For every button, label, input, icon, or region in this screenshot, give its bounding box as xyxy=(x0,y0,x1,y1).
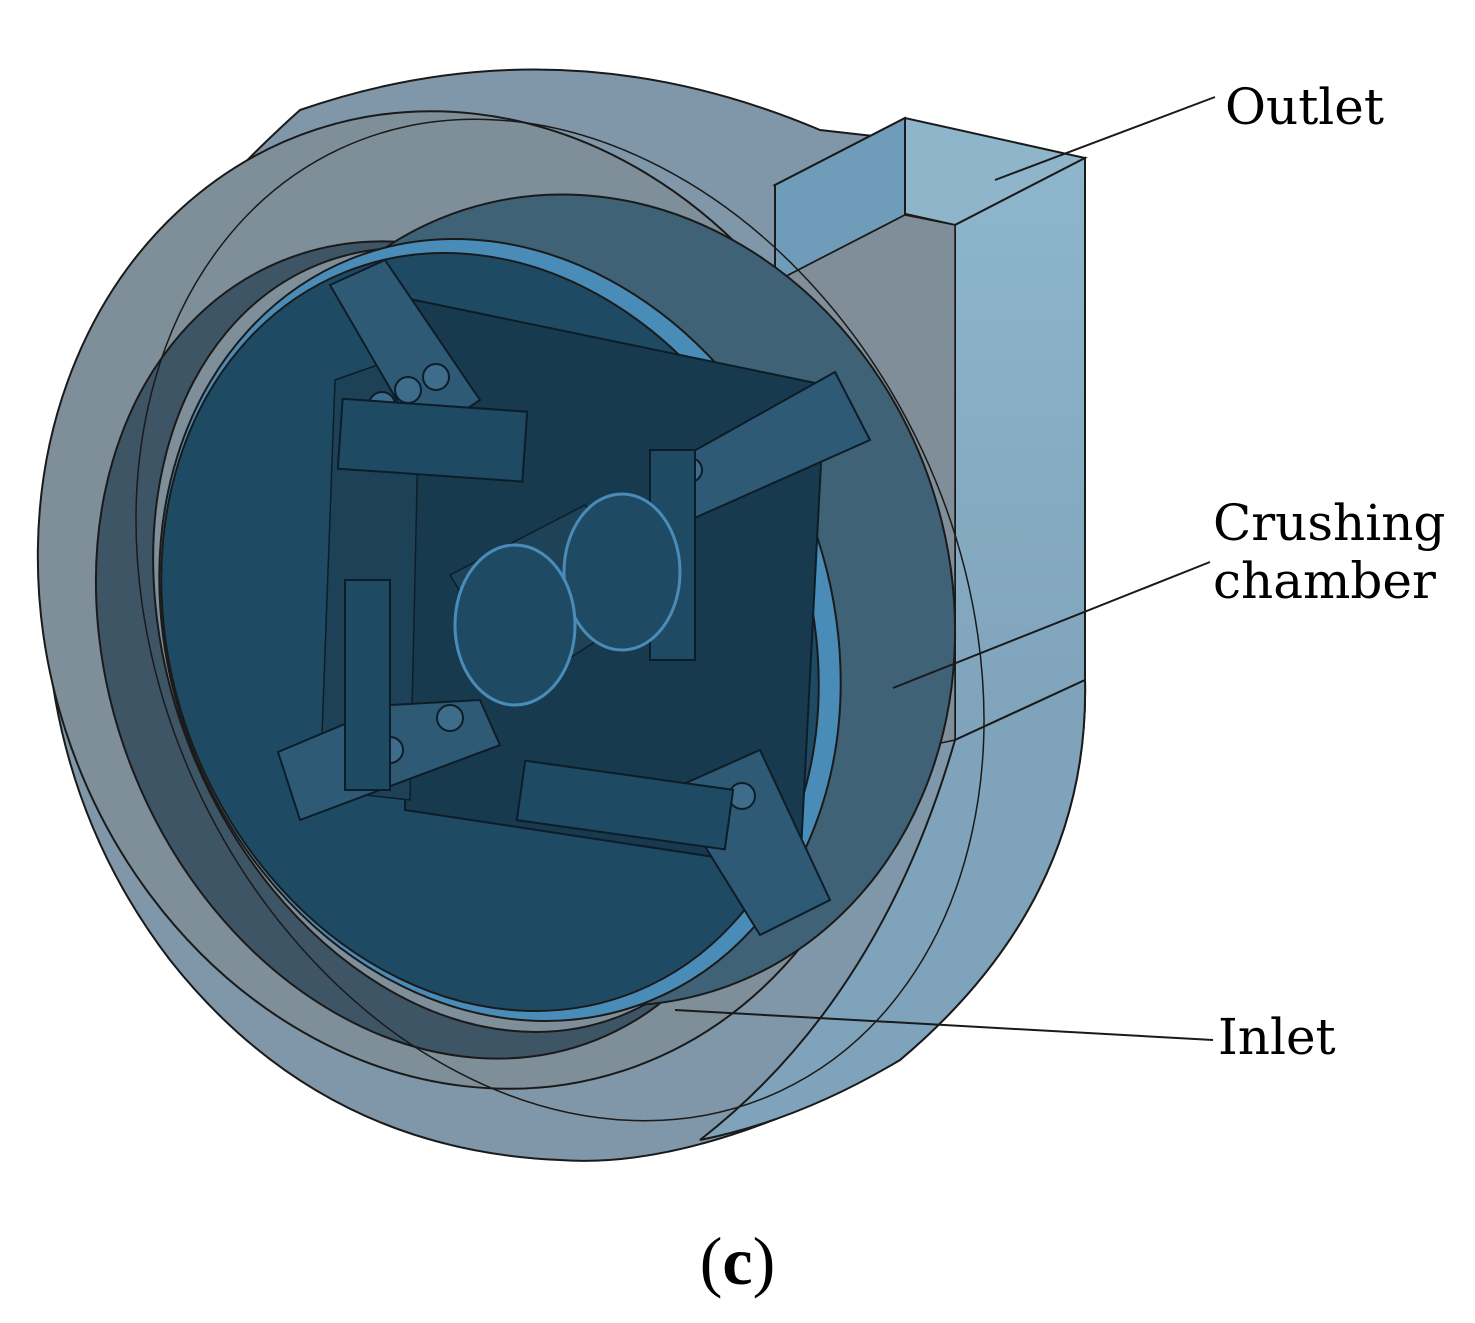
leader-lines xyxy=(674,96,1216,1041)
label-crushing-line2: chamber xyxy=(1213,552,1436,610)
slot-plate xyxy=(336,397,529,483)
hammer-hole xyxy=(394,376,422,404)
leader-inlet xyxy=(674,1009,1214,1041)
wire-circle xyxy=(135,118,985,1122)
caption-close-paren: ) xyxy=(752,1223,776,1299)
slot-plate xyxy=(515,759,735,851)
leader-outlet xyxy=(994,96,1216,181)
duct-lower-shell xyxy=(699,678,1087,1141)
label-outlet: Outlet xyxy=(1225,78,1384,136)
hammer-hole xyxy=(436,704,464,732)
label-crushing-line1: Crushing xyxy=(1213,494,1446,552)
shaft-end-front xyxy=(453,543,577,707)
slot-plate xyxy=(344,579,391,791)
hammer-top-left xyxy=(328,258,482,442)
duct-right-face xyxy=(954,156,1086,742)
leader-crushing-chamber xyxy=(892,561,1211,689)
label-crushing-chamber: Crushing chamber xyxy=(1213,494,1445,610)
caption-letter: c xyxy=(722,1223,753,1299)
shaft-end-back xyxy=(562,492,682,652)
label-inlet: Inlet xyxy=(1218,1008,1336,1066)
hammer-hole xyxy=(422,363,450,391)
shaft xyxy=(448,492,682,707)
figure-caption: (c) xyxy=(0,1222,1475,1301)
caption-open-paren: ( xyxy=(699,1223,723,1299)
